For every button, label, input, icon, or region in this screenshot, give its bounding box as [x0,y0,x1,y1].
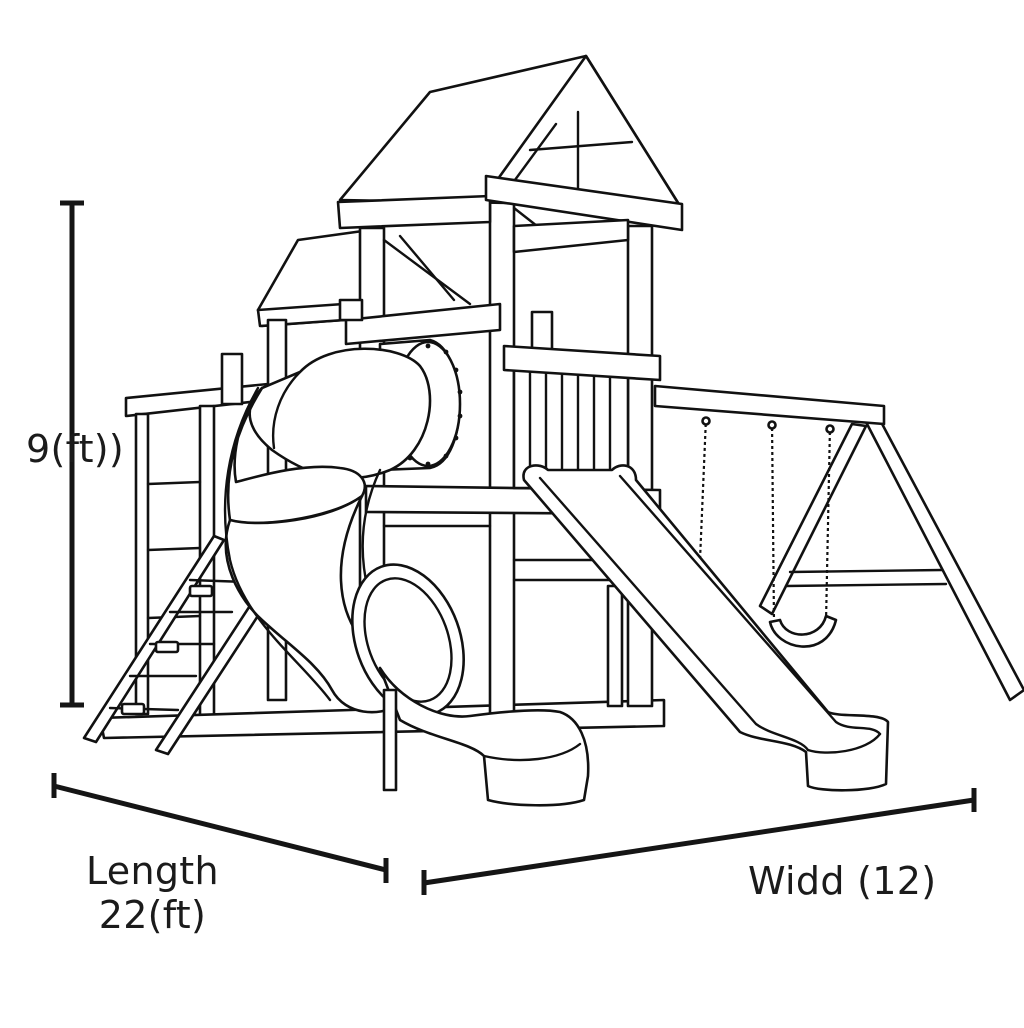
swing-set [653,384,1024,702]
length-label-value: 22(ft) [98,892,207,937]
width-dimension-label: Widd (12) [748,859,937,903]
height-dimension-line [60,200,84,708]
wave-slide [522,464,890,792]
length-dimension-line [51,773,389,883]
width-dimension-line [421,788,977,895]
tube-slide [223,338,590,807]
height-dimension-label: 9(ft)) [26,427,125,471]
length-label-title: Length [86,849,219,893]
length-dimension-label: Length 22(ft) [86,849,219,937]
